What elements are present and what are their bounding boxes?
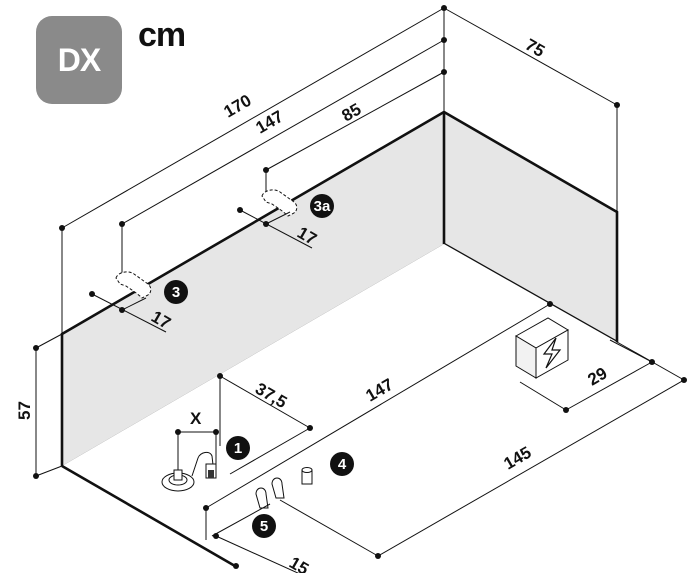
lightning-bolt-icon [542,337,562,369]
label-85: 85 [339,100,365,126]
spout-3 [115,271,152,299]
marker-1: 1 [226,436,250,460]
electrical-box [515,317,569,379]
dim-line-170 [61,7,445,229]
dim-line-147-floor [205,303,551,509]
dim-line-15 [215,535,300,573]
label-170: 170 [221,91,255,122]
dim-line-85 [265,71,445,171]
drain-fitting [161,451,217,492]
dim-line-37-5 [219,375,311,429]
svg-text:5: 5 [260,518,268,535]
unit-label: cm [138,16,186,54]
ext-line-37-5-b [229,427,311,475]
spout-3a [261,189,298,217]
marker-3a: 3a [310,194,334,218]
marker-4: 4 [330,452,354,476]
label-29: 29 [585,364,611,390]
left-wall [62,112,444,466]
label-75: 75 [522,35,548,61]
floor-front-edge [61,464,236,568]
ext-line-15-a [211,503,271,537]
svg-text:4: 4 [338,456,347,473]
dim-line-17-3 [91,293,167,333]
ext-line-17-3 [121,297,147,311]
ext-line-17-3a [265,211,291,225]
back-wall [444,112,617,342]
dim-line-145 [377,379,685,557]
pipe-fittings [255,477,285,509]
dimension-dots [33,5,687,569]
label-57: 57 [15,401,34,420]
badge-label: DX [57,42,101,78]
ext-line-145-a [279,499,379,557]
ext-line-57-bottom [35,465,63,477]
marker-5: 5 [252,514,276,538]
side-badge: DX [36,16,122,104]
floor [62,244,617,566]
marker-3: 3 [164,280,188,304]
svg-text:3: 3 [172,284,180,301]
fitting-4 [301,467,313,485]
ext-line-57-top [35,333,63,349]
dim-line-147 [121,39,445,225]
label-x: X [190,409,202,428]
dim-line-75 [443,7,618,106]
dim-line-17-3a [239,209,313,249]
ext-line-29-a [519,381,567,411]
ext-line-29-b [609,339,653,363]
svg-text:1: 1 [234,440,242,457]
dim-line-29 [565,361,653,411]
svg-text:3a: 3a [314,198,331,215]
label-15: 15 [286,553,312,573]
